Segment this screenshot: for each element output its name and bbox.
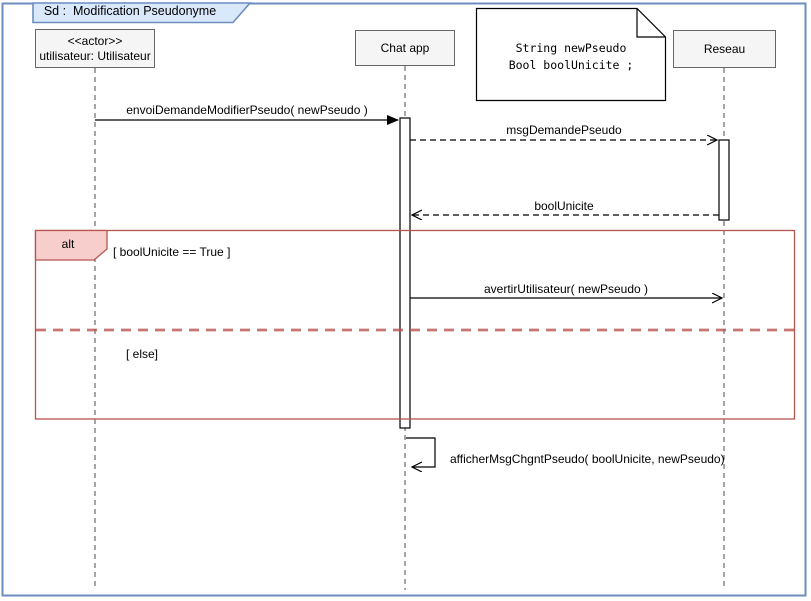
activation-chat-app[interactable]: [399, 117, 411, 429]
note-line-1: String newPseudo: [515, 41, 627, 55]
message-afficher-self-loop[interactable]: [406, 437, 436, 467]
message-label-demande: msgDemandePseudo: [506, 123, 622, 137]
message-label-avertir: avertirUtilisateur( newPseudo ): [483, 282, 649, 296]
message-label-afficher: afficherMsgChgntPseudo( boolUnicite, new…: [450, 452, 725, 466]
note-line-2: Bool boolUnicite ;: [508, 58, 634, 72]
participant-utilisateur[interactable]: <<actor>> utilisateur: Utilisateur: [35, 29, 155, 68]
alt-operator-pentagon[interactable]: [34, 229, 108, 261]
participant-chat-app[interactable]: Chat app: [355, 30, 455, 66]
activation-reseau[interactable]: [718, 139, 730, 221]
participant-chat-app-name: Chat app: [380, 40, 430, 55]
alt-guard-else: [ else]: [126, 347, 159, 361]
frame-title-tab[interactable]: [32, 2, 252, 24]
participant-reseau-name: Reseau: [703, 41, 746, 56]
participant-reseau[interactable]: Reseau: [673, 30, 776, 68]
alt-fragment-frame[interactable]: [34, 229, 796, 420]
alt-guard-true: [ boolUnicite == True ]: [113, 245, 231, 259]
message-label-bool-retour: boolUnicite: [534, 199, 594, 213]
alt-operator-label: alt: [61, 237, 75, 251]
frame-title: Sd : Modification Pseudonyme: [43, 4, 217, 18]
note-shape[interactable]: [475, 7, 667, 102]
participant-utilisateur-name: utilisateur: Utilisateur: [39, 48, 151, 63]
message-label-envoi: envoiDemandeModifierPseudo( newPseudo ): [126, 103, 368, 117]
participant-utilisateur-stereotype: <<actor>>: [67, 33, 123, 48]
note-text: String newPseudo Bool boolUnicite ;: [478, 40, 664, 74]
